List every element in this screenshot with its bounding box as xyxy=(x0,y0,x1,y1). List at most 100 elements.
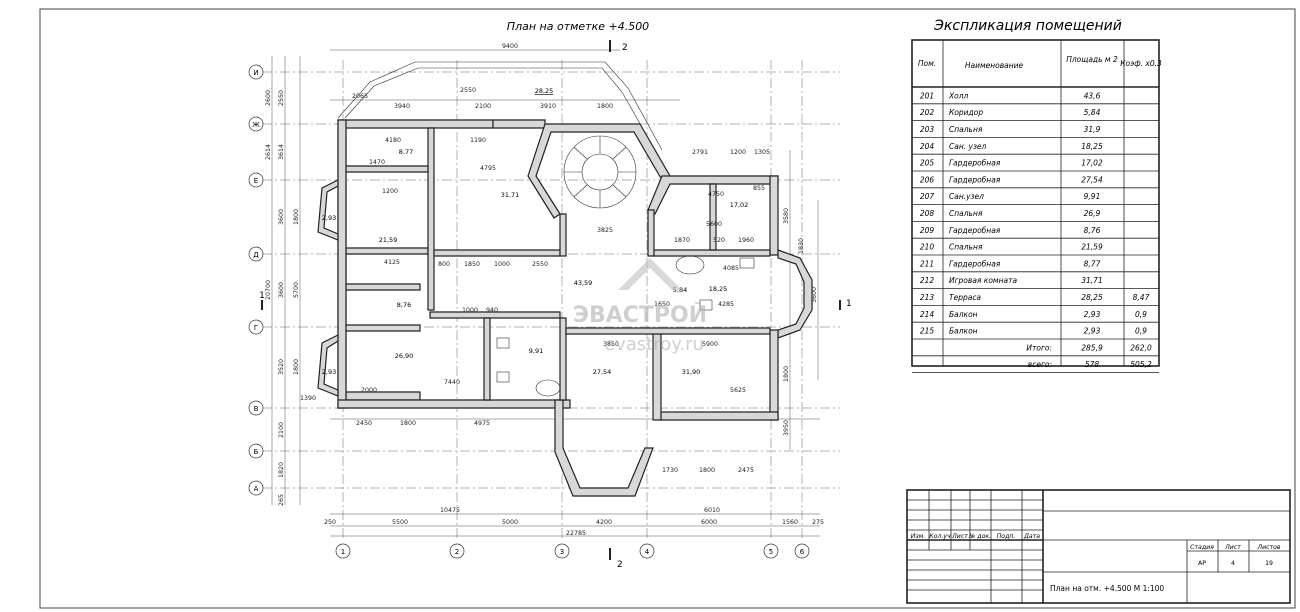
total-coef: 262,0 xyxy=(1130,343,1152,352)
dim-value: 800 xyxy=(438,261,450,268)
room-number: 206 xyxy=(920,175,935,184)
dim-value: 3600 xyxy=(811,287,818,303)
section-marks: 2 2 1 1 xyxy=(259,40,852,570)
dim-value: 22785 xyxy=(566,530,586,537)
total-coef: 505,2 xyxy=(1130,360,1152,369)
explication-table xyxy=(911,39,1160,374)
room-area: 28,25 xyxy=(535,87,554,95)
dim-value: 2000 xyxy=(361,387,377,394)
room-number: 205 xyxy=(920,159,935,168)
sheets-label: Листов xyxy=(1256,544,1280,551)
watermark-site: evastroy.ru xyxy=(604,334,704,355)
dim-value: 4750 xyxy=(708,191,724,198)
dim-value: 9400 xyxy=(502,43,518,50)
dimension-lines xyxy=(271,49,820,537)
room-area-value: 9,91 xyxy=(1084,192,1101,201)
dimension-values: 9400 2065 3940 2100 3910 1800 2550 2791 … xyxy=(265,43,824,537)
dim-value: 1960 xyxy=(738,237,754,244)
col-label: Кол.уч xyxy=(929,533,951,540)
dim-value: 4795 xyxy=(480,165,496,172)
room-area-value: 2,93 xyxy=(1084,327,1101,336)
room-number: 213 xyxy=(920,293,935,302)
dim-value: 2614 xyxy=(265,144,272,160)
sheet-frame xyxy=(39,8,1296,609)
stage-label: Стадия xyxy=(1190,544,1214,551)
dim-value: 1830 xyxy=(798,238,805,254)
dim-value: 2450 xyxy=(356,420,372,427)
total-label: всего: xyxy=(1028,360,1052,369)
plan-title: План на отметке +4.500 xyxy=(507,20,649,33)
dim-value: 3910 xyxy=(540,103,556,110)
room-coef-value: 8,47 xyxy=(1133,293,1150,302)
room-area: 31,71 xyxy=(501,191,520,199)
sheets-value: 19 xyxy=(1265,560,1273,567)
room-name: Гардеробная xyxy=(949,159,1001,168)
room-name: Гардеробная xyxy=(949,226,1001,235)
dim-value: 5625 xyxy=(730,387,746,394)
axis-label: Е xyxy=(254,177,258,185)
room-name: Игровая комната xyxy=(949,276,1017,285)
room-number: 202 xyxy=(920,108,935,117)
room-number: 201 xyxy=(920,91,934,100)
section-mark-left: 1 xyxy=(259,291,265,301)
dim-value: 4180 xyxy=(385,137,401,144)
room-area: 2,93 xyxy=(322,214,336,222)
dim-value: 2600 xyxy=(265,90,272,106)
axis-label: И xyxy=(253,69,258,77)
dim-value: 2550 xyxy=(278,90,285,106)
dim-value: 520 xyxy=(713,237,725,244)
axis-label: 2 xyxy=(455,548,459,556)
room-name: Гардеробная xyxy=(949,259,1001,268)
dim-value: 1870 xyxy=(674,237,690,244)
section-mark-right: 1 xyxy=(846,299,852,309)
dim-value: 3520 xyxy=(278,359,285,375)
watermark-brand: ЭВАСТРОЙ xyxy=(573,302,707,328)
dim-value: 10475 xyxy=(440,507,460,514)
building-walls xyxy=(317,119,813,497)
room-area: 26,90 xyxy=(395,352,414,360)
room-number: 214 xyxy=(920,310,935,319)
axis-bubbles-vertical: 1 2 3 4 5 6 xyxy=(335,543,810,559)
room-area-value: 8,77 xyxy=(1084,259,1101,268)
dim-value: 1800 xyxy=(293,209,300,225)
room-area-value: 2,93 xyxy=(1084,310,1101,319)
dim-value: 1850 xyxy=(464,261,480,268)
room-area-labels: 28,25 8,77 31,71 21,59 43,59 17,02 18,25… xyxy=(322,87,749,376)
dim-value: 940 xyxy=(486,307,498,314)
axis-label: 3 xyxy=(560,548,564,556)
dim-value: 855 xyxy=(753,185,765,192)
room-name: Спальня xyxy=(949,125,983,134)
axis-bubbles-horizontal: И Ж Е Д Г В Б А xyxy=(248,64,264,496)
dim-value: 275 xyxy=(812,519,824,526)
room-name: Спальня xyxy=(949,209,983,218)
room-name: Сан. узел xyxy=(949,142,987,151)
room-number: 215 xyxy=(920,327,935,336)
total-area: 285,9 xyxy=(1081,343,1103,352)
room-name: Спальня xyxy=(949,243,983,252)
room-area: 9,91 xyxy=(529,347,543,355)
dim-value: 7440 xyxy=(444,379,460,386)
dim-value: 1470 xyxy=(369,159,385,166)
watermark: ЭВАСТРОЙ evastroy.ru xyxy=(573,258,707,355)
axis-label: Д xyxy=(253,251,259,259)
dim-value: 2475 xyxy=(738,467,754,474)
dim-value: 4125 xyxy=(384,259,400,266)
dim-value: 1800 xyxy=(293,359,300,375)
room-area: 31,90 xyxy=(682,368,701,376)
dim-value: 6010 xyxy=(704,507,720,514)
dim-value: 20700 xyxy=(265,280,272,300)
room-number: 211 xyxy=(920,259,934,268)
col-label: Изм. xyxy=(911,533,926,540)
dim-value: 2550 xyxy=(532,261,548,268)
room-name: Балкон xyxy=(949,310,978,319)
room-name: Балкон xyxy=(949,327,978,336)
terrace-outline xyxy=(337,61,663,151)
room-number: 207 xyxy=(920,192,935,201)
dim-value: 3940 xyxy=(394,103,410,110)
room-area: 2,93 xyxy=(322,368,336,376)
room-coef-value: 0,9 xyxy=(1135,327,1147,336)
sheet-name: План на отм. +4.500 М 1:100 xyxy=(1050,584,1164,593)
room-number: 209 xyxy=(920,226,935,235)
title-block xyxy=(906,489,1291,604)
